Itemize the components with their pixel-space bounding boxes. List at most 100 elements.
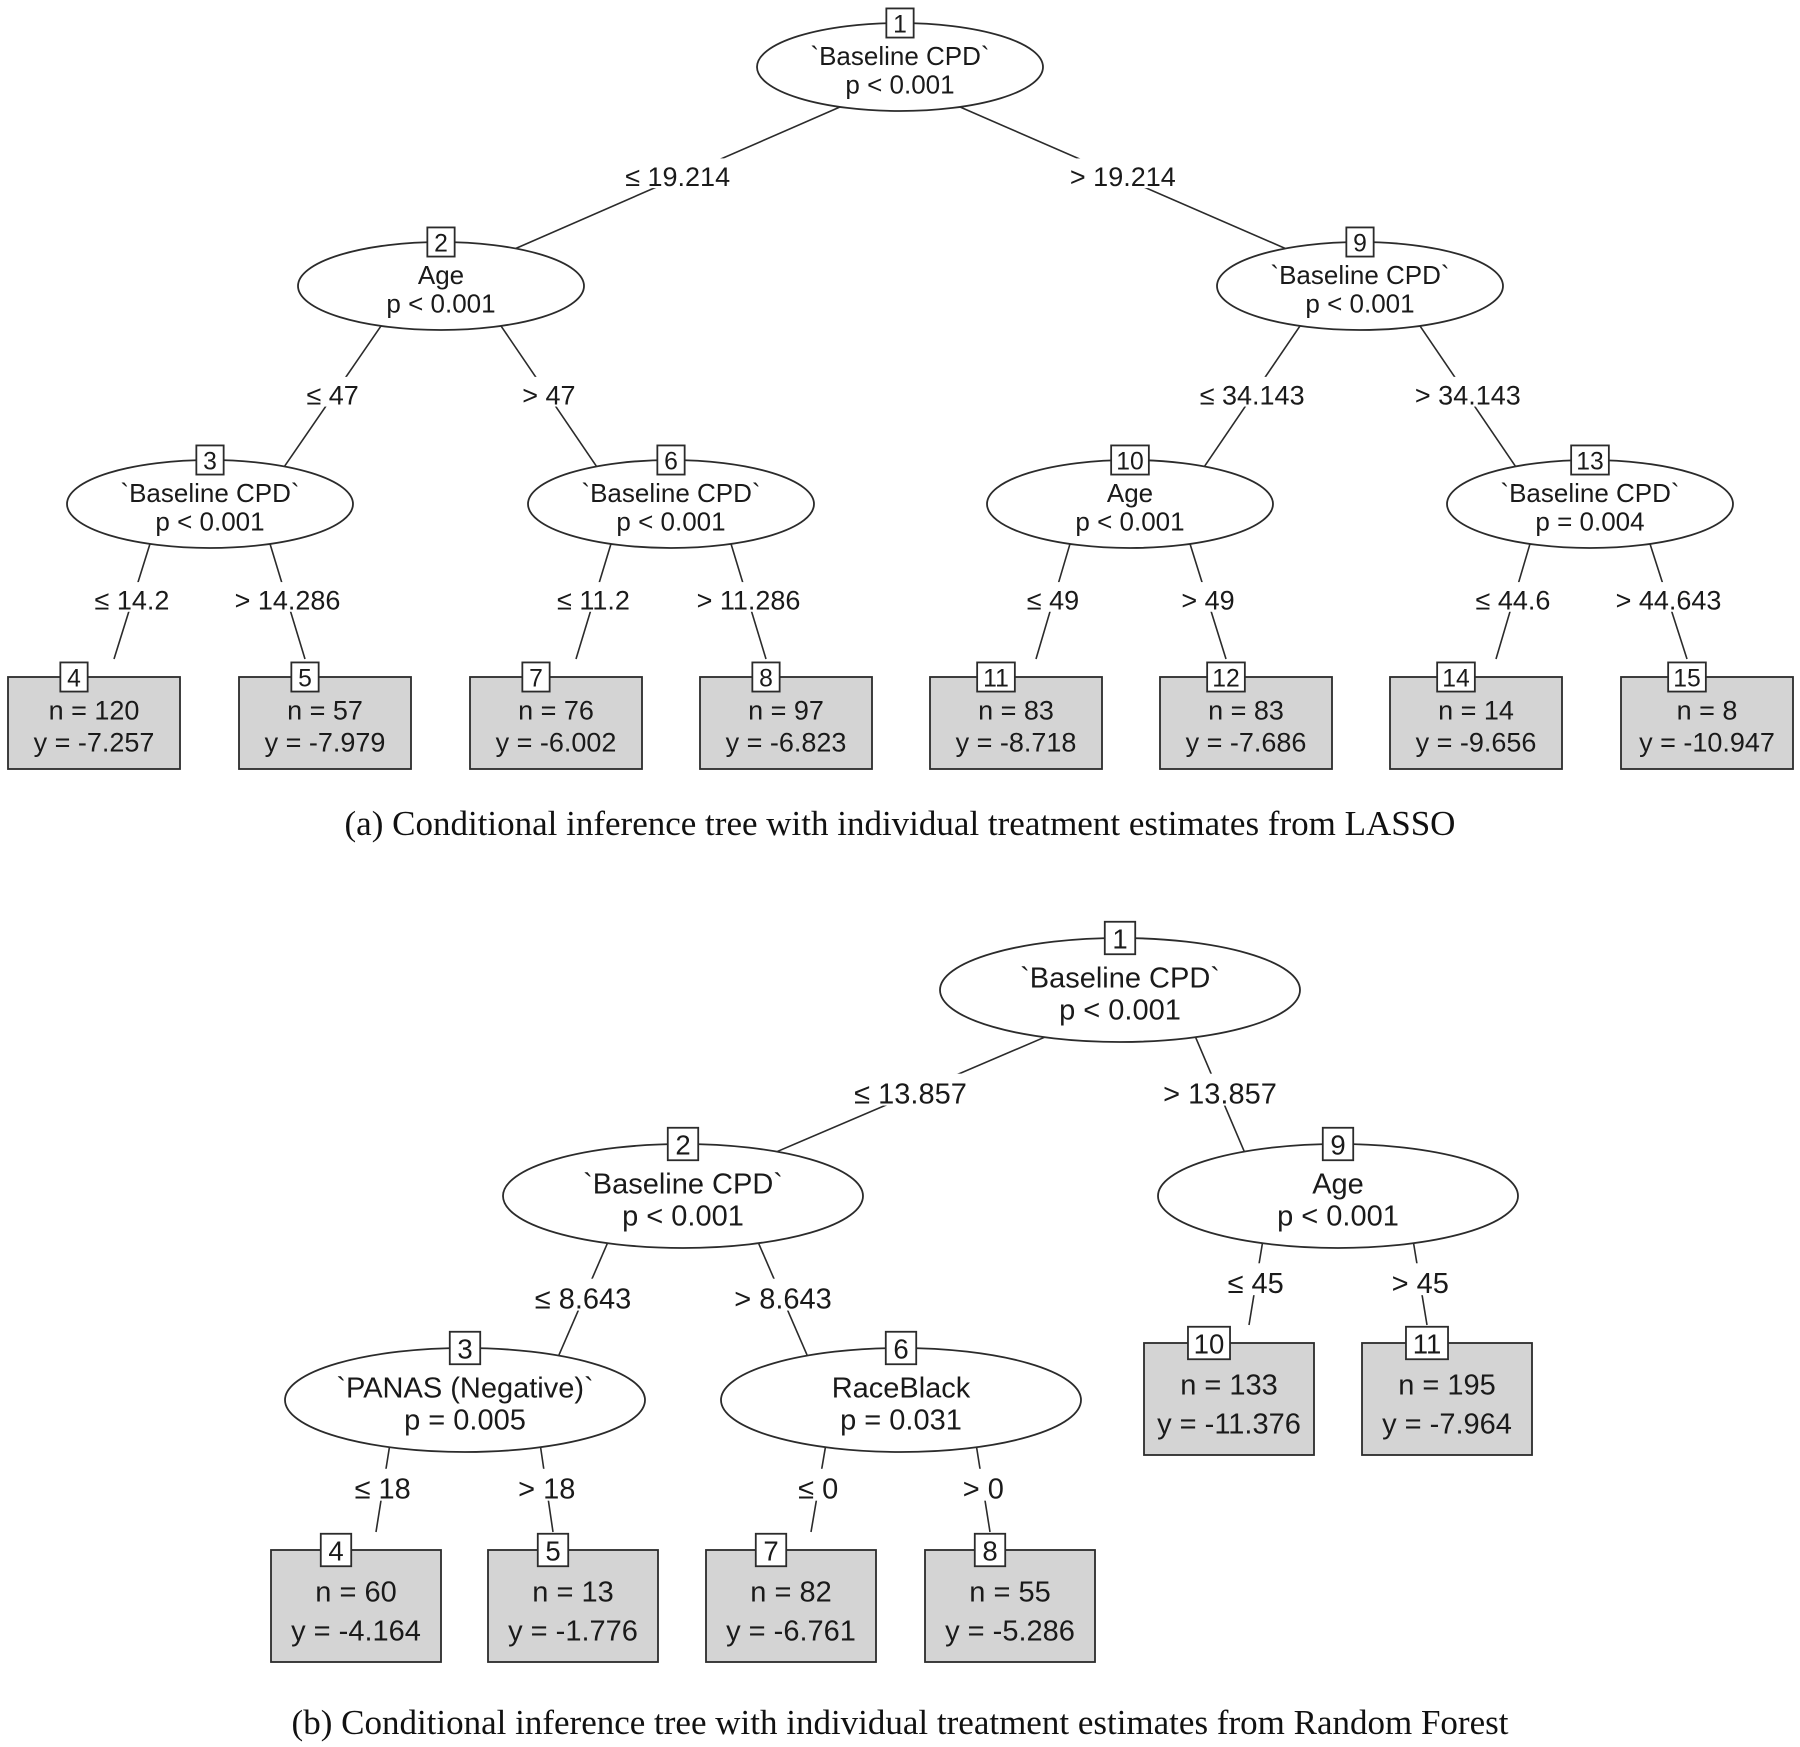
edge-label-9-13: > 34.143 — [1415, 380, 1521, 410]
leaf-box — [270, 1549, 442, 1663]
leaf-y-label: y = -6.823 — [726, 728, 847, 758]
node-pvalue-label: p < 0.001 — [155, 507, 264, 537]
edge-label-10-11: ≤ 49 — [1027, 586, 1079, 616]
edge-label-bg — [223, 582, 352, 612]
edge-label-2-6: > 47 — [522, 380, 575, 410]
edge-label-bg — [514, 376, 584, 407]
caption-a: (a) Conditional inference tree with indi… — [344, 804, 1456, 843]
tree-a: ≤ 19.214> 19.214≤ 47> 47≤ 34.143> 34.143… — [7, 7, 1794, 770]
leaf-y-label: y = -6.002 — [496, 728, 617, 758]
leaf-n-label: n = 82 — [750, 1577, 831, 1609]
leaf-box — [929, 676, 1103, 770]
tree-b: ≤ 13.857> 13.857≤ 8.643> 8.643≤ 45> 45≤ … — [270, 920, 1533, 1663]
leaf-box — [469, 676, 643, 770]
leaf-y-label: y = -10.947 — [1639, 728, 1775, 758]
edge-labels-b: ≤ 13.857> 13.857≤ 8.643> 8.643≤ 45> 45≤ … — [345, 1073, 1458, 1505]
node-id-box — [1570, 444, 1610, 476]
node-pvalue-label: p < 0.001 — [616, 507, 725, 537]
edge-label-6-7: ≤ 11.2 — [557, 586, 630, 616]
node-id-box — [656, 444, 686, 476]
leaf-n-label: n = 97 — [748, 695, 824, 725]
edge-label-bg — [543, 582, 644, 612]
leaf-box — [1143, 1342, 1315, 1456]
edge-label-3-5: > 14.286 — [235, 586, 341, 616]
edge-label-1-2: ≤ 13.857 — [854, 1078, 967, 1110]
edge-label-bg — [1018, 582, 1088, 612]
node-pvalue-label: p < 0.001 — [845, 70, 954, 100]
node-pvalue-label: p < 0.001 — [1277, 1201, 1399, 1233]
leaf-y-label: y = -4.164 — [291, 1616, 421, 1648]
leaf-id-box — [536, 1532, 570, 1568]
node-id-box — [1345, 226, 1375, 258]
edge-label-bg — [1173, 582, 1243, 612]
edge-label-3-5: > 18 — [518, 1473, 575, 1505]
node-id-label: 1 — [893, 11, 907, 38]
leaf-n-label: n = 83 — [978, 695, 1054, 725]
leaf-id-label: 14 — [1442, 665, 1469, 692]
node-variable-label: `PANAS (Negative)` — [336, 1373, 593, 1405]
edge-label-bg — [1058, 158, 1188, 189]
leaf-box — [705, 1549, 877, 1663]
node-id-box — [885, 7, 915, 39]
node-pvalue-label: p = 0.004 — [1535, 507, 1644, 537]
node-id-label: 2 — [675, 1129, 690, 1160]
edge-label-bg — [509, 1468, 584, 1501]
leaf-box — [487, 1549, 659, 1663]
edge-label-1-9: > 19.214 — [1070, 162, 1176, 192]
node-id-label: 10 — [1116, 448, 1143, 475]
leaf-id-box — [973, 1532, 1007, 1568]
edge-label-9-10: ≤ 34.143 — [1200, 380, 1305, 410]
leaf-y-label: y = -5.286 — [945, 1616, 1075, 1648]
leaf-id-label: 7 — [763, 1535, 778, 1566]
leaf-n-label: n = 195 — [1398, 1370, 1496, 1402]
leaf-y-label: y = -7.979 — [265, 728, 386, 758]
node-id-box — [1103, 920, 1137, 956]
edge-label-2-3: ≤ 8.643 — [535, 1283, 632, 1315]
leaf-box — [7, 676, 181, 770]
edge-label-13-14: ≤ 44.6 — [1476, 586, 1551, 616]
leaf-id-label: 11 — [983, 665, 1009, 692]
leaf-n-label: n = 120 — [49, 695, 140, 725]
node-id-box — [884, 1330, 918, 1366]
node-pvalue-label: p < 0.001 — [1075, 507, 1184, 537]
node-id-label: 2 — [434, 230, 448, 257]
edge-label-bg — [1383, 1263, 1458, 1296]
leaf-n-label: n = 14 — [1438, 695, 1514, 725]
leaf-id-label: 5 — [545, 1535, 560, 1566]
leaf-id-label: 15 — [1673, 665, 1700, 692]
leaf-y-label: y = -1.776 — [508, 1616, 638, 1648]
edge-label-2-6: > 8.643 — [734, 1283, 832, 1315]
leaf-id-box — [1436, 661, 1476, 693]
leaf-id-label: 4 — [67, 665, 81, 692]
node-variable-label: `Baseline CPD` — [1020, 963, 1220, 995]
node-variable-label: `Baseline CPD` — [1500, 478, 1679, 508]
leaf-id-box — [754, 1532, 788, 1568]
node-id-label: 6 — [893, 1333, 908, 1364]
leaf-n-label: n = 76 — [518, 695, 594, 725]
leaf-n-label: n = 57 — [287, 695, 363, 725]
edge-label-bg — [1151, 1073, 1289, 1106]
leaf-id-box — [751, 661, 781, 693]
leaf-id-box — [976, 661, 1016, 693]
leaf-id-box — [1187, 1325, 1231, 1361]
edge-label-bg — [1463, 582, 1563, 612]
leaf-box — [238, 676, 412, 770]
leaf-n-label: n = 13 — [532, 1577, 613, 1609]
edge-label-10-12: > 49 — [1181, 586, 1234, 616]
edge-label-bg — [345, 1468, 420, 1501]
node-variable-label: Age — [1107, 478, 1153, 508]
leaf-y-label: y = -6.761 — [726, 1616, 856, 1648]
node-id-box — [1110, 444, 1150, 476]
node-id-label: 9 — [1353, 230, 1367, 257]
edge-label-3-4: ≤ 14.2 — [95, 586, 170, 616]
